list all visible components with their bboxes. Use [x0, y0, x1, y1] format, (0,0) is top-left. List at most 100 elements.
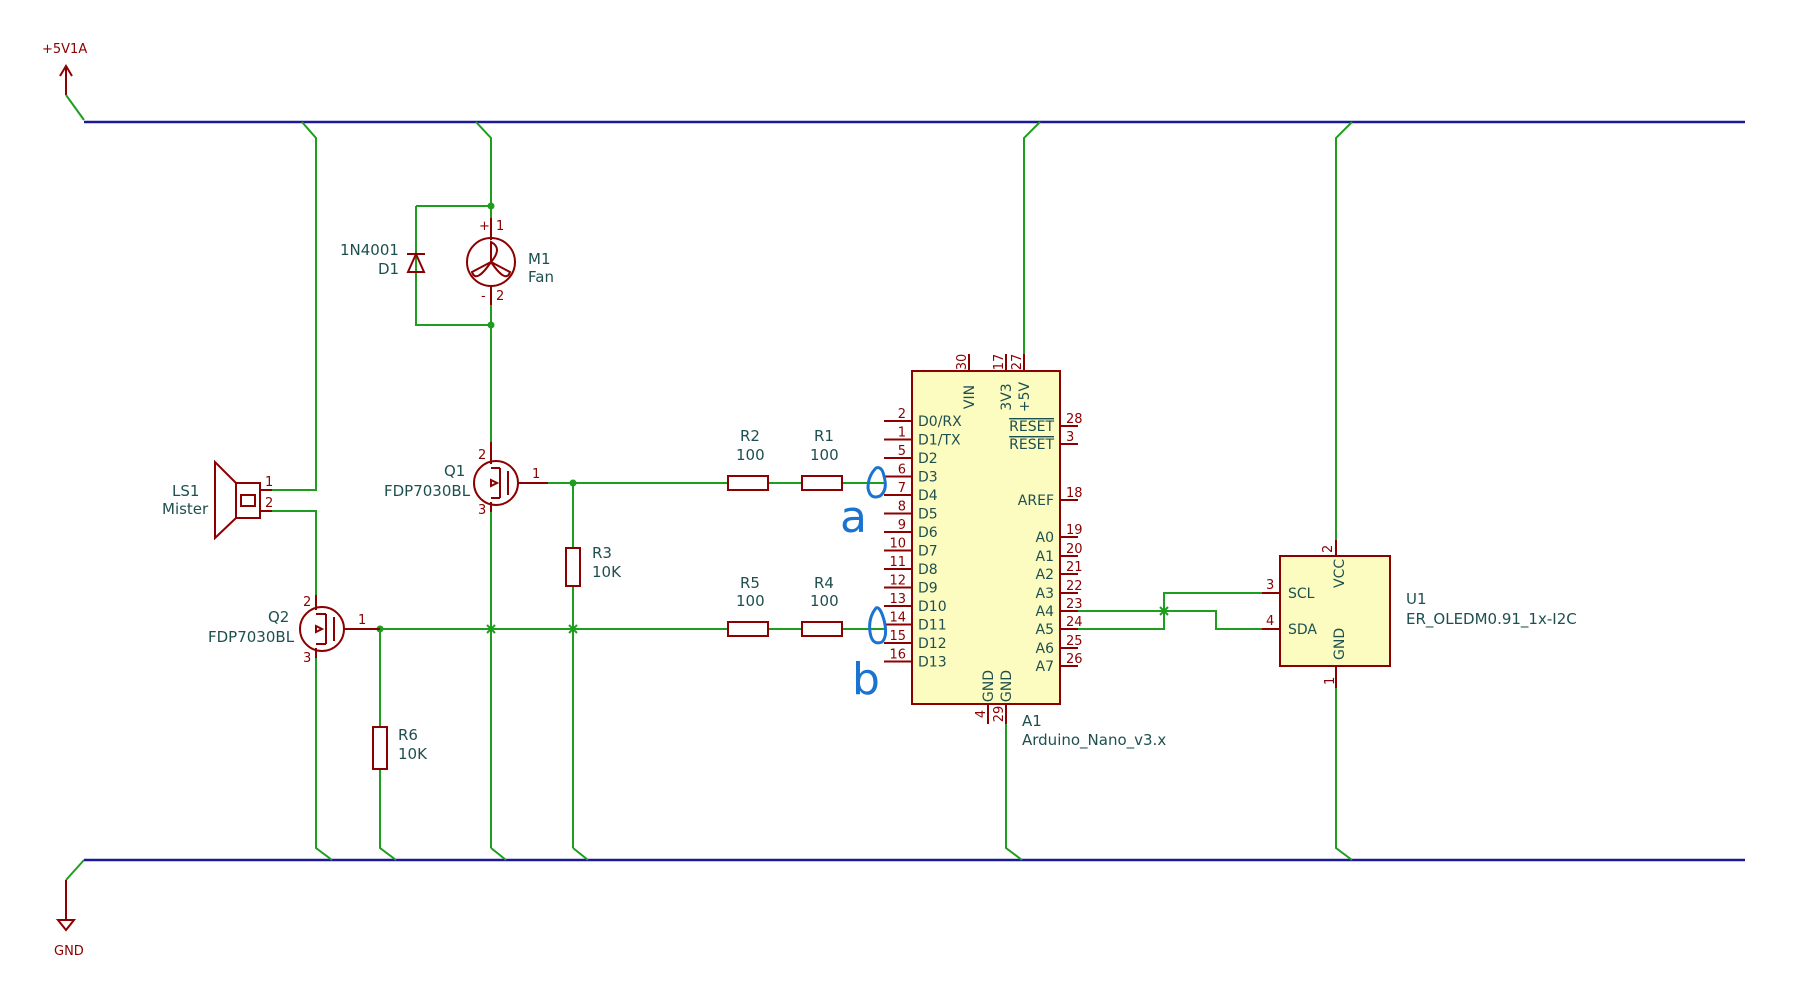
wire-nano-gnd [1005, 724, 1023, 861]
fan-pin1-num: 1 [496, 219, 504, 234]
r3-ref: R3 [592, 544, 612, 562]
r6-value: 10K [398, 745, 428, 763]
r2-body [727, 475, 769, 491]
nano-pin-name: GND [999, 670, 1015, 702]
handwritten-annotations: a b [840, 466, 888, 705]
q2-circle [299, 606, 345, 652]
nano-pin-num: 20 [1066, 542, 1083, 557]
diode-body [406, 251, 426, 273]
nano-pin-num: 23 [1066, 597, 1083, 612]
q2-arrow [315, 624, 325, 634]
r4-body [801, 621, 843, 637]
crossing-mark-1 [486, 624, 496, 634]
nano-pin-name: D13 [918, 655, 947, 671]
oled-u1: 2 VCC 3 SCL 4 SDA 1 GND U1 ER_OLEDM0.91_… [1262, 540, 1577, 688]
ground-triangle [55, 919, 77, 932]
nano-pin-num: 16 [889, 648, 906, 663]
wire-r3-gnd-join [572, 847, 589, 861]
nano-pin-num: 26 [1066, 652, 1083, 667]
r4-value: 100 [810, 592, 839, 610]
nano-pin-name: +5V [1017, 381, 1033, 412]
oled-scl-name: SCL [1288, 586, 1315, 602]
nano-pin-name: RESET [1009, 419, 1054, 435]
speaker-crystal [240, 494, 256, 507]
oled-sda-name: SDA [1288, 622, 1317, 638]
resistor-r5: R5 100 [727, 574, 769, 637]
resistor-r3: R3 10K [565, 544, 622, 587]
fan-pin2-num: 2 [496, 289, 504, 304]
mosfet-q2: 2 3 1 Q2 FDP7030BL [208, 595, 380, 666]
annotation-circle-a [866, 466, 887, 499]
nano-pin-num: 27 [1010, 354, 1025, 371]
nano-pin-num: 25 [1066, 634, 1083, 649]
speaker-box [235, 482, 261, 519]
wire-ls1-supply [272, 121, 317, 491]
oled-gnd-num: 1 [1323, 677, 1338, 685]
nano-pin-name: D3 [918, 470, 938, 486]
nano-pin-num: 9 [898, 518, 906, 533]
r1-ref: R1 [814, 427, 834, 445]
wire-oled-vcc [1335, 121, 1353, 540]
annotation-b: b [852, 654, 880, 705]
q1-pin1-num: 1 [532, 467, 540, 482]
ground-symbol: GND [54, 859, 85, 959]
a1-value: Arduino_Nano_v3.x [1022, 731, 1166, 750]
nano-pin-name: D5 [918, 507, 938, 523]
oled-gnd-name: GND [1332, 628, 1348, 660]
nano-pin-name: A0 [1036, 530, 1054, 546]
nano-pin-name: 3V3 [999, 383, 1015, 410]
nano-pin-name: D7 [918, 544, 938, 560]
wire-ls1-q2-drain [272, 510, 317, 595]
ls1-pin1-num: 1 [265, 475, 273, 490]
wire-r6-gnd [379, 769, 397, 861]
m1-value: Fan [528, 268, 554, 286]
nano-pin-num: 18 [1066, 486, 1083, 501]
nano-pin-name: D10 [918, 599, 947, 615]
nano-pin-name: D1/TX [918, 433, 961, 449]
power-supply-label: +5V1A [42, 42, 87, 57]
resistor-r1: R1 100 [801, 427, 843, 491]
q1-circle [473, 460, 519, 506]
u1-value: ER_OLEDM0.91_1x-I2C [1406, 610, 1577, 629]
nano-pin-name: A5 [1036, 622, 1054, 638]
wire-fan-supply [475, 121, 492, 206]
q2-ref: Q2 [268, 608, 289, 626]
r6-ref: R6 [398, 726, 418, 744]
wire-diode-loop [415, 206, 491, 326]
mosfet-q1: 2 3 1 Q1 FDP7030BL [384, 442, 548, 518]
fan-blades [470, 240, 512, 278]
r1-value: 100 [810, 446, 839, 464]
nano-pin-num: 24 [1066, 615, 1083, 630]
nano-pin-name: D0/RX [918, 414, 962, 430]
q1-pin2-num: 2 [478, 448, 486, 463]
nano-pin-num: 1 [898, 426, 906, 441]
nano-pin-name: A1 [1036, 549, 1054, 565]
nano-pin-num: 19 [1066, 523, 1083, 538]
resistor-r6: R6 10K [372, 726, 428, 770]
q2-pin2-num: 2 [303, 595, 311, 610]
oled-sda-num: 4 [1266, 614, 1274, 629]
crossing-mark-2 [568, 624, 578, 634]
q2-pin1-num: 1 [358, 613, 366, 628]
power-supply-wire [65, 94, 85, 121]
nano-pin-name: VIN [962, 385, 978, 409]
nano-pin-num: 10 [889, 537, 906, 552]
q2-value: FDP7030BL [208, 628, 295, 646]
r5-value: 100 [736, 592, 765, 610]
nano-pin-name: A6 [1036, 641, 1055, 657]
oled-vcc-num: 2 [1321, 545, 1336, 553]
nano-pin-name: D2 [918, 451, 938, 467]
r6-body [372, 726, 388, 770]
crossing-mark-3 [1159, 606, 1169, 616]
nano-pin-name: GND [981, 670, 997, 702]
d1-value: 1N4001 [340, 241, 399, 259]
wire-q1-gnd-join [490, 847, 507, 861]
junction-r3 [569, 479, 577, 487]
speaker-cone [214, 459, 237, 541]
u1-ref: U1 [1406, 590, 1427, 608]
fan-m1: + 1 - 2 M1 Fan [466, 218, 554, 305]
power-supply-arrow [59, 64, 73, 77]
